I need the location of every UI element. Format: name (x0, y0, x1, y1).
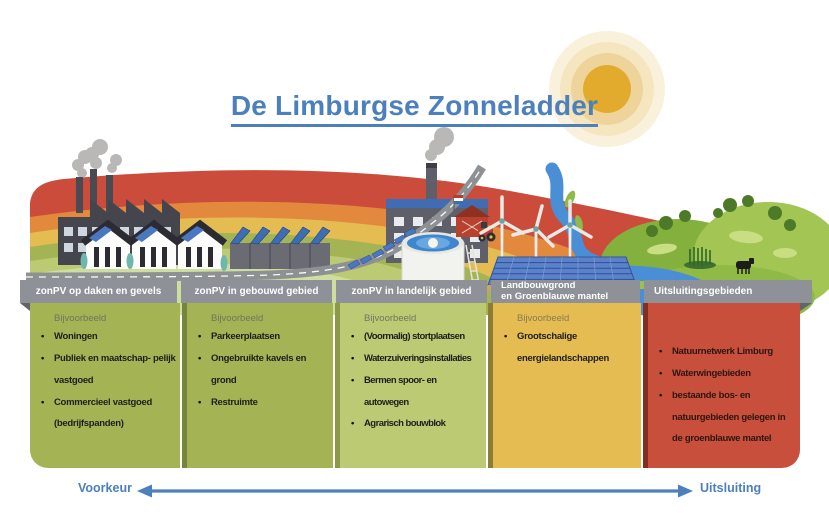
barn-and-tractor (453, 195, 496, 242)
example-label: Bijvoorbeeld (364, 313, 417, 324)
column-header-landbouwgrond: Landbouwgrond en Groenblauwe mantel (491, 280, 640, 303)
page-title: De Limburgse Zonneladder (0, 90, 829, 127)
example-list: Grootschalige energielandschappen (503, 326, 637, 370)
column-zonpv-daken: Bijvoorbeeld Woningen Publiek en maatsch… (30, 303, 180, 468)
ladder-columns: Bijvoorbeeld Woningen Publiek en maatsch… (30, 303, 800, 468)
list-item: Publiek en maatschap- pelijk vastgoed (40, 348, 176, 392)
list-item: Grootschalige energielandschappen (503, 326, 637, 370)
list-item: Woningen (40, 326, 176, 348)
column-uitsluitingsgebieden: Natuurnetwerk Limburg Waterwingebieden b… (643, 303, 800, 468)
reeds (684, 247, 716, 269)
axis-label-voorkeur: Voorkeur (78, 481, 132, 495)
cow-icon (736, 258, 754, 274)
example-list: Natuurnetwerk Limburg Waterwingebieden b… (658, 341, 796, 450)
column-header-zonpv-daken: zonPV op daken en gevels (20, 280, 177, 303)
list-item: Bermen spoor- en autowegen (350, 370, 482, 414)
ribbon-right-fold (800, 303, 812, 311)
roadside-solar-panels (347, 227, 417, 270)
ladder-header-ribbon: zonPV op daken en gevels zonPV in gebouw… (20, 280, 812, 311)
list-item: Commercieel vastgoed (bedrijfspanden) (40, 392, 176, 436)
page-title-text: De Limburgse Zonneladder (230, 90, 599, 127)
example-list: Woningen Publiek en maatschap- pelijk va… (40, 326, 176, 435)
list-item: Waterzuiveringsinstallaties (350, 348, 482, 370)
list-item: (Voormalig) stortplaatsen (350, 326, 482, 348)
example-label: Bijvoorbeeld (54, 313, 107, 324)
road (25, 164, 486, 282)
list-item: Restruimte (197, 392, 329, 414)
axis-label-uitsluiting: Uitsluiting (700, 481, 762, 495)
example-label: Bijvoorbeeld (517, 313, 570, 324)
column-header-zonpv-gebouwd: zonPV in gebouwd gebied (181, 280, 332, 303)
example-label: Bijvoorbeeld (211, 313, 264, 324)
list-item: Parkeerplaatsen (197, 326, 329, 348)
sun-icon (549, 31, 665, 147)
column-landbouwgrond: Bijvoorbeeld Grootschalige energielandsc… (488, 303, 641, 468)
column-header-zonpv-landelijk: zonPV in landelijk gebied (336, 280, 487, 303)
example-list: Parkeerplaatsen Ongebruikte kavels en gr… (197, 326, 329, 413)
list-item: Agrarisch bouwblok (350, 413, 482, 435)
example-list: (Voormalig) stortplaatsen Waterzuivering… (350, 326, 482, 435)
houses-with-solar-roofs (80, 219, 228, 271)
preference-arrow (137, 484, 693, 498)
solar-carports (230, 226, 331, 269)
list-item: Waterwingebieden (658, 363, 796, 385)
column-header-uitsluitingsgebieden: Uitsluitingsgebieden (644, 280, 812, 303)
column-zonpv-gebouwd: Bijvoorbeeld Parkeerplaatsen Ongebruikte… (182, 303, 333, 468)
list-item: bestaande bos- en natuurgebieden gelegen… (658, 385, 796, 451)
list-item: Ongebruikte kavels en grond (197, 348, 329, 392)
column-zonpv-landelijk: Bijvoorbeeld (Voormalig) stortplaatsen W… (335, 303, 486, 468)
list-item: Natuurnetwerk Limburg (658, 341, 796, 363)
ribbon-left-fold (20, 303, 30, 311)
